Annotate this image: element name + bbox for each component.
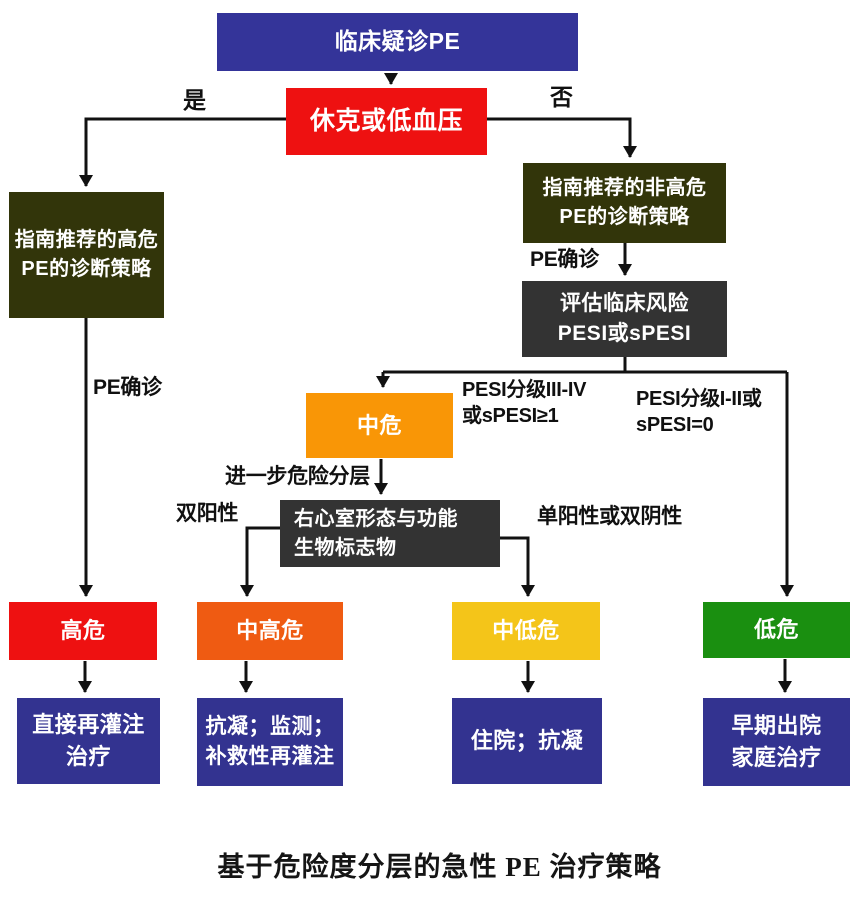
node-label: 高危 — [60, 618, 106, 644]
edge-label-pe-confirmed-right: PE确诊 — [530, 248, 599, 271]
node-assess-clinical-risk: 评估临床风险 PESI或sPESI — [522, 281, 727, 357]
node-non-high-risk-diagnostic-strategy: 指南推荐的非高危 PE的诊断策略 — [523, 163, 726, 243]
node-label: 治疗 — [65, 744, 111, 769]
node-label: PE的诊断策略 — [21, 258, 152, 280]
node-outcome-hospitalize-anticoag: 住院；抗凝 — [452, 698, 602, 784]
node-label: 家庭治疗 — [731, 745, 822, 770]
node-label: 抗凝；监测； — [205, 714, 335, 738]
edge-label-line: PESI分级I-II或 — [636, 388, 762, 410]
node-label: 中危 — [356, 412, 402, 438]
edge-label-double-positive: 双阳性 — [176, 502, 239, 525]
node-outcome-direct-reperfusion: 直接再灌注 治疗 — [17, 698, 160, 784]
node-label: 指南推荐的非高危 — [542, 177, 707, 199]
edge-label-pesi-low: PESI分级I-II或 sPESI=0 — [636, 386, 762, 438]
node-label: 评估临床风险 — [560, 291, 689, 315]
node-label: 生物标志物 — [294, 536, 397, 559]
node-label: 中低危 — [492, 618, 560, 644]
node-label: PESI或sPESI — [557, 322, 692, 345]
edge-label-line: PESI分级III-IV — [462, 379, 587, 401]
node-label: 补救性再灌注 — [205, 745, 335, 768]
edge-label-line: sPESI=0 — [636, 414, 714, 436]
node-outcome-early-discharge-home: 早期出院 家庭治疗 — [703, 698, 850, 786]
node-high-risk-class: 高危 — [9, 602, 157, 660]
node-label: 临床疑诊PE — [334, 28, 461, 55]
node-shock-hypotension: 休克或低血压 — [286, 88, 487, 155]
node-label: 中高危 — [236, 618, 304, 644]
node-high-risk-diagnostic-strategy: 指南推荐的高危 PE的诊断策略 — [9, 192, 164, 318]
node-intermediate-risk: 中危 — [306, 393, 453, 458]
node-intermediate-low-risk-class: 中低危 — [452, 602, 600, 660]
edge-label-no: 否 — [550, 84, 573, 110]
edge-label-pesi-high: PESI分级III-IV 或sPESI≥1 — [462, 377, 587, 429]
node-clinical-suspected-pe: 临床疑诊PE — [217, 13, 578, 71]
node-label: 休克或低血压 — [309, 107, 463, 136]
edge-label-line: 或sPESI≥1 — [462, 405, 559, 427]
node-label: 低危 — [753, 617, 799, 643]
edge-label-pe-confirmed-left: PE确诊 — [93, 376, 162, 399]
node-low-risk-class: 低危 — [703, 602, 850, 658]
edge-label-yes: 是 — [183, 87, 206, 113]
edge-label-single-positive-or-double-negative: 单阳性或双阴性 — [537, 505, 682, 528]
node-rv-function-biomarkers: 右心室形态与功能 生物标志物 — [280, 500, 500, 567]
diagram-caption: 基于危险度分层的急性 PE 治疗策略 — [217, 852, 662, 882]
node-label: 直接再灌注 — [32, 712, 145, 738]
node-label: 早期出院 — [731, 713, 822, 739]
node-label: PE的诊断策略 — [559, 206, 690, 228]
node-outcome-anticoag-monitor-rescue: 抗凝；监测； 补救性再灌注 — [197, 698, 343, 786]
edge-label-further-stratification: 进一步危险分层 — [225, 465, 370, 488]
node-intermediate-high-risk-class: 中高危 — [197, 602, 343, 660]
node-label: 右心室形态与功能 — [294, 507, 458, 530]
node-label: 住院；抗凝 — [470, 728, 584, 754]
node-label: 指南推荐的高危 — [14, 229, 159, 251]
